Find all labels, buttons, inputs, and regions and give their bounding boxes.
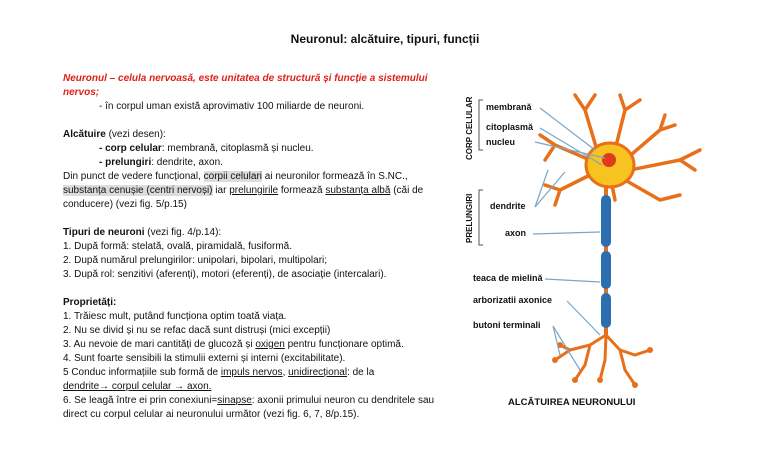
nucleus-shape: [602, 153, 616, 167]
tipuri-item: 1. După formă: stelată, ovală, piramidal…: [63, 241, 292, 252]
label-dendrite: dendrite: [490, 201, 526, 211]
label-arborizatii: arborizatii axonice: [473, 295, 553, 305]
proprietate-item: 2. Nu se divid și nu se refac dacă sunt …: [63, 325, 331, 336]
proprietate-item: 3. Au nevoie de mari cantități de glucoz…: [63, 339, 404, 350]
label-citoplasma: citoplasmă: [486, 122, 534, 132]
tipuri-item: 2. După numărul prelungirilor: unipolari…: [63, 255, 328, 266]
prelungiri-line: - prelungiri: dendrite, axon.: [99, 157, 223, 168]
page-title: Neuronul: alcătuire, tipuri, funcții: [290, 32, 480, 46]
intro-block: Neuronul – celula nervoasă, este unitate…: [63, 72, 435, 422]
label-nucleu: nucleu: [486, 137, 516, 147]
neuron-count: - în corpul uman există aprovimativ 100 …: [99, 101, 365, 112]
tipuri-item: 3. După rol: senzitivi (aferenți), motor…: [63, 269, 387, 280]
proprietate-item: 5 Conduc informațiile sub formă de impul…: [63, 367, 375, 378]
myelin-segments: [601, 195, 611, 328]
proprietati-heading: Proprietăți:: [63, 297, 117, 308]
neuron-definition: Neuronul – celula nervoasă, este unitate…: [63, 73, 428, 98]
prelungiri-group-label: PRELUNGIRI: [465, 193, 474, 243]
pointer-lines: [532, 107, 606, 371]
corp-celular-group-label: CORP CELULAR: [465, 96, 474, 160]
label-membrana: membrană: [486, 102, 532, 112]
brackets: [478, 99, 483, 246]
proprietate-item: 1. Trăiesc mult, putând funcționa optim …: [63, 311, 287, 322]
label-butoni: butoni terminali: [473, 320, 541, 330]
corp-celular-line: - corp celular: membrană, citoplasmă și …: [99, 143, 314, 154]
proprietate-item: 4. Sunt foarte sensibili la stimulii ext…: [63, 353, 346, 364]
figure-caption: ALCĂTUIREA NEURONULUI: [508, 397, 636, 408]
axon-terminals: [553, 333, 652, 387]
proprietate-item: dendrite→ corpul celular → axon.: [63, 381, 212, 392]
tipuri-heading: Tipuri de neuroni (vezi fig. 4/p.14):: [63, 227, 222, 238]
neuron-diagram: [478, 93, 702, 388]
alcatuire-heading: Alcătuire (vezi desen):: [63, 129, 166, 140]
functional-paragraph: Din punct de vedere funcțional, corpii c…: [63, 171, 424, 210]
proprietate-item: 6. Se leagă între ei prin conexiuni=sina…: [63, 395, 435, 420]
dendrites: [538, 93, 702, 207]
label-axon: axon: [505, 228, 527, 238]
terminal-buttons: [552, 342, 653, 388]
label-teaca-mielina: teaca de mielină: [473, 273, 543, 283]
